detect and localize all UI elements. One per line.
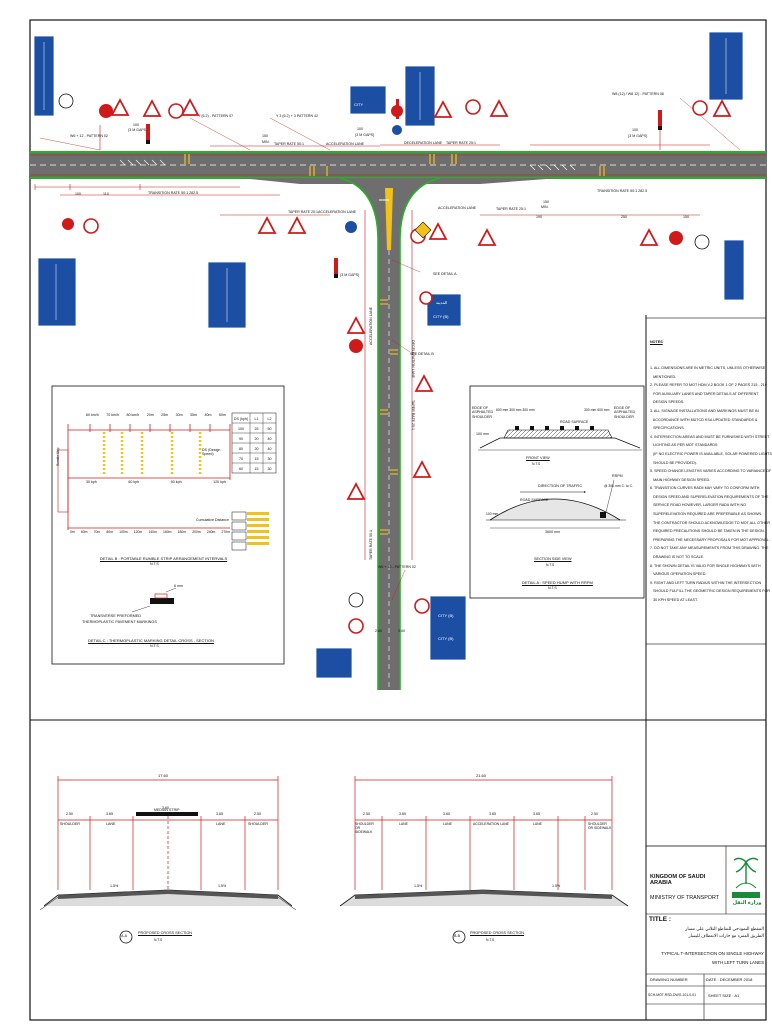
guide-sign [315, 647, 353, 679]
guide-sign [207, 261, 247, 329]
guide-sign [404, 65, 436, 127]
sign-text: المدينة [436, 300, 447, 305]
dim-label: 150 [262, 134, 268, 138]
dim-label: 3.60 [398, 629, 405, 633]
taper-label: TAPER RATE 50:1 [369, 530, 373, 560]
gaps-label: (3 M GAPS) [628, 134, 647, 138]
gaps-label: (3 M GAPS) [340, 273, 359, 277]
delineator-posts [146, 99, 662, 278]
guide-sign-city: CITY (B) CITY (B) [429, 595, 467, 661]
lane-label: ACCELERATION LANE [326, 142, 365, 146]
dim-label: 100 [357, 127, 363, 131]
dim-label: 100 [75, 192, 81, 196]
pattern-label: Y 3 (6.2) + 3 PATTERN 42 [276, 114, 318, 118]
gaps-label: (3 M GAPS) [355, 133, 374, 137]
title-block [645, 845, 767, 1021]
lane-label: DECELERATION LANE [404, 141, 443, 145]
detail-c-drawing [131, 587, 177, 613]
pattern-label: W6 + 12 - PATTERN 02 [378, 565, 416, 569]
guide-sign [37, 257, 77, 327]
transition-label: TRANSITION RATE 50:1 282.5 [148, 191, 198, 195]
dim-label: 150 [683, 215, 689, 219]
guide-sign [723, 239, 745, 301]
dim-label: 190 [536, 215, 542, 219]
dim-label: 2.60 [375, 629, 382, 633]
cross-section-aa [39, 776, 297, 944]
gaps-label: (3 M GAPS) [128, 128, 147, 132]
see-detail-b: SEE DETAIL B [410, 352, 434, 356]
notes-panel [645, 317, 767, 645]
guide-sign-city: CITY [349, 85, 387, 115]
dim-label: 250 [621, 215, 627, 219]
transition-label: TRANSITION RATE 50:1 282.5 [597, 189, 647, 193]
lane-label: ACCELERATION LANE [318, 210, 357, 214]
dim-label: 150 [543, 200, 549, 204]
detail-b-c-panel [51, 385, 285, 665]
lane-label: DECELERATION LANE [411, 340, 415, 379]
sign-text: CITY (B) [438, 636, 454, 641]
pattern-label: W6 + 12 - PATTERN 02 [70, 134, 108, 138]
sign-text: CITY (B) [433, 314, 449, 319]
guide-sign [33, 35, 55, 117]
taper-label: TAPER RATE 50:1 [274, 142, 304, 146]
dim-label: 110 [103, 192, 109, 196]
pattern-label: W8 (12) / W8 12) - PATTERN 08 [612, 92, 664, 96]
plan-labels: W6 + 12 - PATTERN 02 (3 M GAPS) 100 100 … [70, 92, 689, 633]
side-road [340, 178, 440, 690]
taper-label: TAPER RATE 25:1 [496, 207, 526, 211]
road-plan [30, 97, 766, 690]
guide-sign [708, 31, 744, 101]
diamond-sign [414, 221, 432, 239]
taper-label: TAPER RATE 25:1 [446, 141, 476, 145]
sign-text: CITY (B) [438, 613, 454, 618]
dim-label: 100 [632, 128, 638, 132]
traffic-signs: CITY CITY (B) المدينة CITY (B) CITY (B) [33, 31, 745, 679]
taper-label: TAPER RATE 25:1 [411, 400, 415, 430]
lane-label: ACCELERATION LANE [438, 206, 477, 210]
design-speed-table [231, 412, 277, 474]
taper-label: TAPER RATE 20:1 [288, 210, 318, 214]
dim-label: 100 [133, 123, 139, 127]
cross-section-bb [339, 776, 629, 944]
see-detail-a: SEE DETAIL A [433, 272, 457, 276]
lane-label: ACCELERATION LANE [369, 306, 373, 345]
dim-label: MIN. [541, 205, 549, 209]
sign-text: CITY [354, 102, 363, 107]
dim-label: MIN. [262, 140, 270, 144]
pattern-label: Y (6.2) - PATTERN 07 [198, 114, 233, 118]
detail-a-panel [469, 385, 645, 599]
ministry-logo [732, 857, 760, 898]
warning-signs [110, 98, 732, 500]
